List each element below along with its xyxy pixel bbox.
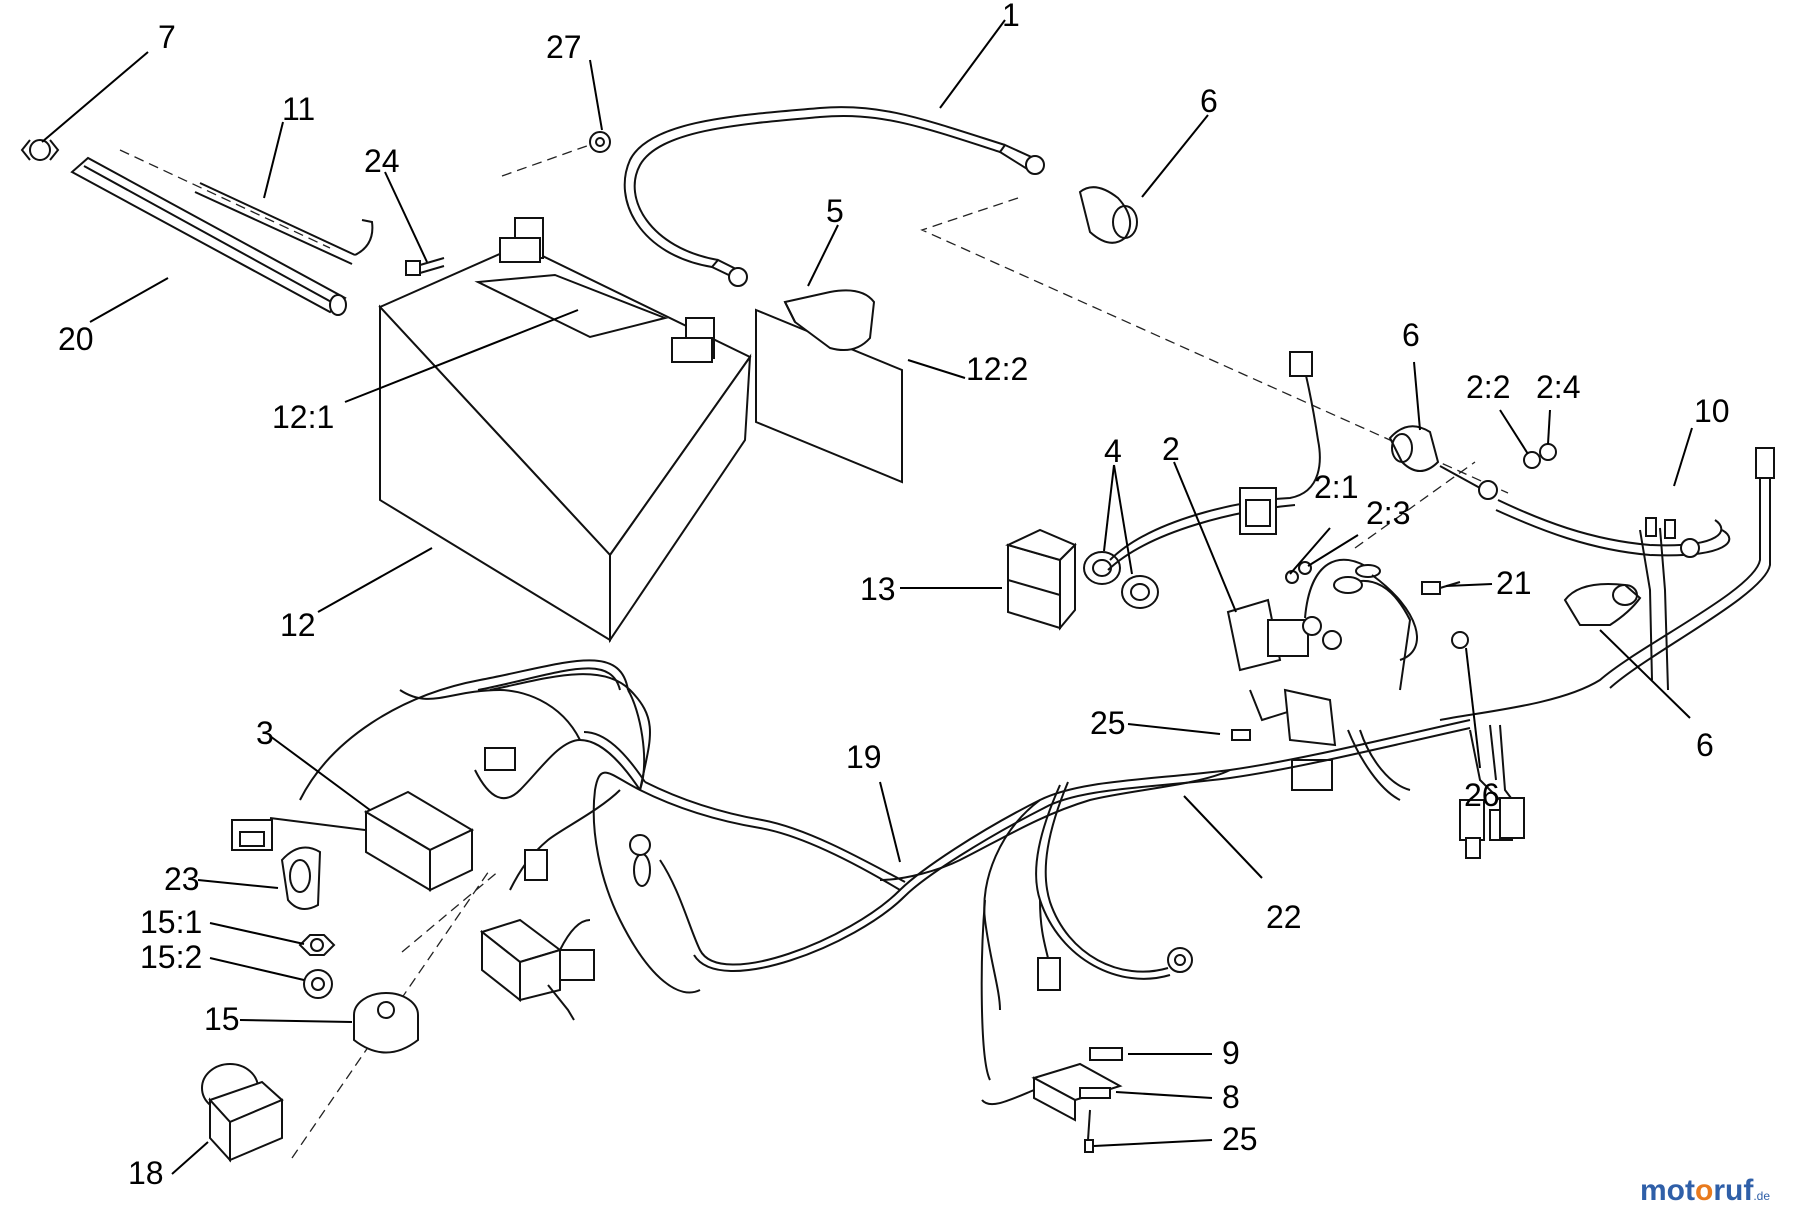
label-3: 3: [256, 715, 274, 751]
label-7: 7: [158, 19, 176, 55]
label-2: 2: [1162, 431, 1180, 467]
label-6-mid: 6: [1402, 317, 1420, 353]
upper-harness: [1107, 351, 1321, 571]
label-15: 15: [204, 1001, 240, 1037]
nut-27: [589, 131, 611, 153]
ignition-switch: [353, 992, 419, 1054]
module-3: [231, 790, 475, 892]
watermark-part-3: ruf: [1713, 1174, 1754, 1207]
leader-lines: [41, 19, 1693, 1175]
label-11: 11: [282, 91, 315, 127]
label-6-right: 6: [1696, 727, 1714, 763]
label-18: 18: [128, 1155, 164, 1191]
label-20: 20: [58, 321, 94, 357]
label-5: 5: [826, 193, 844, 229]
label-10: 10: [1694, 393, 1730, 429]
watermark-part-2: o: [1695, 1174, 1713, 1207]
label-19: 19: [846, 739, 882, 775]
nut-15-1: [298, 934, 336, 956]
dashed-guide-lines: [119, 141, 1509, 1159]
terminal-boot-6-right: [1563, 583, 1642, 626]
label-9: 9: [1222, 1035, 1240, 1071]
label-2-1: 2:1: [1314, 469, 1358, 505]
label-21: 21: [1496, 565, 1532, 601]
label-1: 1: [1002, 0, 1020, 33]
cable-10: [1388, 425, 1731, 558]
solenoid: [1226, 598, 1342, 747]
terminal-boot-6-top: [1078, 186, 1138, 244]
battery-decal: [755, 308, 903, 484]
switch-bezel: [280, 846, 322, 910]
main-harness: [299, 659, 1471, 1081]
label-2-3: 2:3: [1366, 495, 1410, 531]
solenoid-wire: [1304, 558, 1418, 661]
battery: [378, 217, 752, 644]
label-23: 23: [164, 861, 200, 897]
label-13: 13: [860, 571, 896, 607]
label-12-1: 12:1: [272, 399, 334, 435]
svg-text:motoruf.de: motoruf.de: [1640, 1174, 1770, 1207]
battery-cable: [623, 106, 1045, 287]
washer-15-2: [303, 969, 333, 999]
label-15-1: 15:1: [140, 904, 202, 940]
label-27: 27: [546, 29, 582, 65]
label-8: 8: [1222, 1079, 1240, 1115]
label-2-4: 2:4: [1536, 369, 1580, 405]
grommets: [1083, 551, 1159, 609]
washers-2-2-2-4: [1523, 443, 1557, 469]
label-25-bottom: 25: [1222, 1121, 1258, 1157]
connectors-right: [1291, 724, 1525, 859]
label-12: 12: [280, 607, 316, 643]
label-12-2: 12:2: [966, 351, 1028, 387]
label-4: 4: [1104, 433, 1122, 469]
small-fasteners: [1231, 561, 1469, 741]
label-2-2: 2:2: [1466, 369, 1510, 405]
pto-switch: [201, 1063, 284, 1163]
battery-hold-down-tube: [70, 156, 347, 316]
terminal-boot-5: [783, 289, 876, 351]
relay: [1005, 528, 1077, 631]
hold-down-rod: [194, 182, 374, 265]
watermark-logo: motoruf.de: [1640, 1174, 1770, 1207]
callout-labels: 7 11 20 24 27 1 6 5 12:1 12:2 12 13 4 2 …: [58, 0, 1730, 1191]
label-6-top: 6: [1200, 83, 1218, 119]
label-24: 24: [364, 143, 400, 179]
bolt: [405, 257, 445, 276]
right-harness: [1439, 447, 1775, 721]
label-15-2: 15:2: [140, 939, 202, 975]
label-26: 26: [1464, 777, 1500, 813]
label-25-mid: 25: [1090, 705, 1126, 741]
watermark-suffix: .de: [1753, 1189, 1770, 1203]
interlock-switch: [981, 1047, 1123, 1153]
watermark-part-1: mot: [1640, 1174, 1695, 1207]
label-22: 22: [1266, 899, 1302, 935]
wing-nut: [20, 139, 60, 161]
connector-block: [479, 918, 595, 1021]
